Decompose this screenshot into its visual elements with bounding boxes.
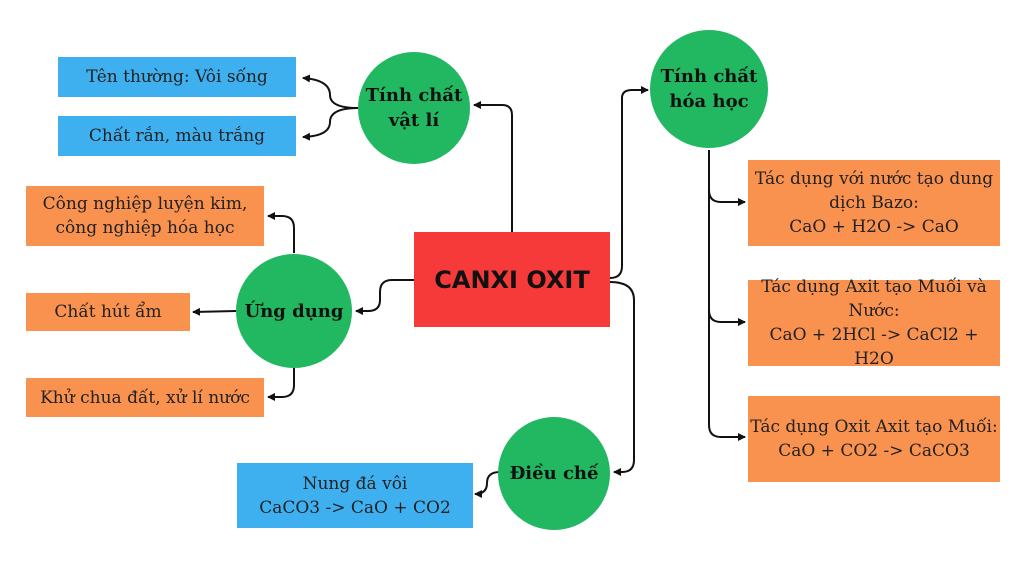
box-common-name: Tên thường: Vôi sống	[58, 57, 296, 97]
box-limestone-calcination: Nung đá vôi CaCO3 -> CaO + CO2	[237, 463, 473, 528]
connector-center-preparation	[609, 281, 635, 476]
box-text-line: Nước:	[848, 301, 900, 321]
box-text-line: công nghiệp hóa học	[55, 218, 235, 238]
box-text-line: Tên thường: Vôi sống	[86, 67, 268, 87]
connector-application-box1	[267, 212, 295, 253]
box-reacts-with-acidic-oxide: Tác dụng Oxit Axit tạo Muối: CaO + CO2 -…	[748, 396, 1000, 482]
connector-application-box3	[267, 368, 295, 401]
node-label-line: vật lí	[388, 110, 440, 131]
connector-chemical-trunk	[708, 150, 722, 438]
box-text-line: Chất rắn, màu trắng	[88, 126, 266, 146]
connector-preparation-box	[474, 471, 501, 498]
box-text-line: CaO + 2HCl -> CaCl2 + H2O	[769, 325, 979, 369]
box-reacts-with-water: Tác dụng với nước tạo dung dịch Bazo: Ca…	[748, 160, 1000, 246]
node-label-line: Điều chế	[509, 463, 599, 484]
connector-center-application	[355, 279, 414, 315]
node-physical-properties: Tính chất vật lí	[358, 52, 470, 164]
connector-application-box2	[192, 307, 237, 316]
node-label-line: Ứng dụng	[244, 300, 344, 322]
box-metallurgy-chemical-industry: Công nghiệp luyện kim, công nghiệp hóa h…	[26, 186, 264, 246]
connector-chemical-box2	[708, 309, 746, 326]
connector-center-chemical	[609, 86, 649, 279]
connector-physical-box2	[302, 107, 359, 141]
box-text-line: Tác dụng Axit tạo Muối và	[761, 277, 987, 297]
box-solid-white: Chất rắn, màu trắng	[58, 116, 296, 156]
node-chemical-properties: Tính chất hóa học	[650, 30, 768, 148]
box-text-line: Công nghiệp luyện kim,	[42, 194, 248, 214]
node-label-line: Tính chất	[660, 66, 758, 87]
box-text-line: Khử chua đất, xử lí nước	[40, 387, 250, 408]
box-reacts-with-acid: Tác dụng Axit tạo Muối và Nước: CaO + 2H…	[748, 277, 1000, 369]
box-desiccant: Chất hút ẩm	[26, 293, 190, 331]
box-text-line: Nung đá vôi	[302, 473, 408, 494]
box-text-line: CaCO3 -> CaO + CO2	[259, 497, 451, 518]
node-label-line: hóa học	[669, 91, 749, 112]
connector-chemical-box1	[708, 189, 746, 206]
center-topic: CANXI OXIT	[414, 232, 610, 327]
box-text-line: CaO + H2O -> CaO	[789, 217, 959, 237]
connector-center-physical	[473, 101, 513, 232]
center-title: CANXI OXIT	[434, 265, 590, 294]
box-text-line: dịch Bazo:	[829, 193, 919, 213]
node-application: Ứng dụng	[236, 254, 352, 368]
node-label-line: Tính chất	[365, 85, 463, 106]
box-text-line: CaO + CO2 -> CaCO3	[778, 441, 970, 461]
box-text-line: Tác dụng Oxit Axit tạo Muối:	[750, 417, 998, 437]
box-text-line: Chất hút ẩm	[54, 302, 162, 322]
node-preparation: Điều chế	[498, 417, 610, 530]
box-text-line: Tác dụng với nước tạo dung	[754, 169, 994, 189]
connector-physical-box1	[302, 74, 359, 109]
box-soil-water-treatment: Khử chua đất, xử lí nước	[26, 378, 264, 417]
